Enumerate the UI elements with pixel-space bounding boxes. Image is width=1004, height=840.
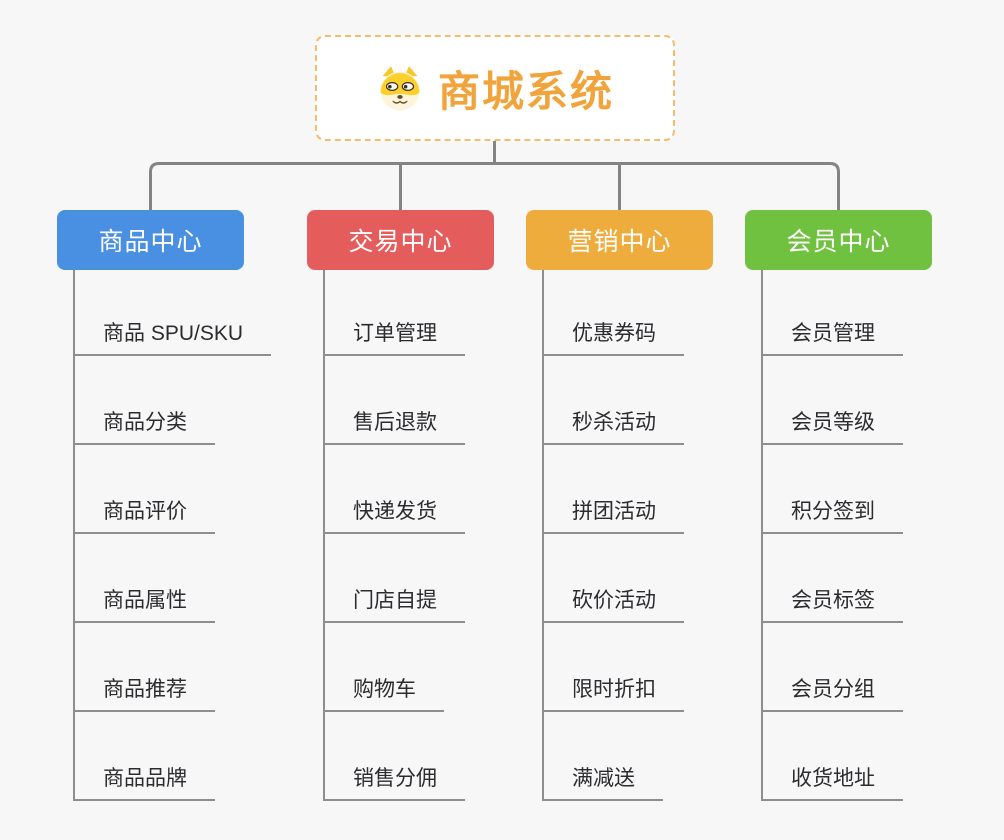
dog-face-icon <box>380 66 420 111</box>
branch-connector-line <box>761 270 763 801</box>
node-label[interactable]: 商品品牌 <box>73 762 215 801</box>
branch-item: 商品品牌 <box>73 712 271 801</box>
branch-item: 拼团活动 <box>542 445 684 534</box>
branch-item: 会员标签 <box>761 534 903 623</box>
branch-header-marketing-center[interactable]: 营销中心 <box>526 210 713 270</box>
node-label[interactable]: 收货地址 <box>761 762 903 801</box>
branch-item: 销售分佣 <box>323 712 465 801</box>
node-label[interactable]: 商品 SPU/SKU <box>73 317 272 356</box>
node-label[interactable]: 购物车 <box>323 673 444 712</box>
branch-item: 秒杀活动 <box>542 356 684 445</box>
node-label[interactable]: 满减送 <box>542 762 663 801</box>
branch-item: 限时折扣 <box>542 623 684 712</box>
branch-item-list: 商品 SPU/SKU 商品分类 商品评价 商品属性 商品推荐 商品品牌 <box>73 267 272 801</box>
root-title: 商城系统 <box>437 67 614 115</box>
branch-product-center: 商品中心 商品 SPU/SKU 商品分类 商品评价 商品属性 商品推荐 商品品牌 <box>57 210 327 835</box>
node-label[interactable]: 会员分组 <box>761 673 903 712</box>
branch-header-product-center[interactable]: 商品中心 <box>57 210 244 270</box>
branch-item-list: 会员管理 会员等级 积分签到 会员标签 会员分组 收货地址 <box>761 267 903 801</box>
node-label[interactable]: 限时折扣 <box>542 673 684 712</box>
branch-item: 门店自提 <box>323 534 465 623</box>
branch-item: 收货地址 <box>761 712 903 801</box>
branch-item: 会员分组 <box>761 623 903 712</box>
root-node[interactable]: 商城系统 <box>315 35 675 141</box>
node-label[interactable]: 商品推荐 <box>73 673 215 712</box>
node-label[interactable]: 快递发货 <box>323 495 465 534</box>
branch-trade-center: 交易中心 订单管理 售后退款 快递发货 门店自提 购物车 销售分佣 <box>307 210 577 835</box>
branch-item: 售后退款 <box>323 356 465 445</box>
branch-item: 商品属性 <box>73 534 271 623</box>
branch-item: 砍价活动 <box>542 534 684 623</box>
node-label[interactable]: 会员管理 <box>761 317 903 356</box>
branch-connector-line <box>542 270 544 801</box>
branch-item: 优惠券码 <box>542 267 684 356</box>
branch-item: 商品评价 <box>73 445 271 534</box>
branch-item: 商品分类 <box>73 356 271 445</box>
branch-header-member-center[interactable]: 会员中心 <box>745 210 932 270</box>
branch-connector-line <box>323 270 325 801</box>
branch-item: 订单管理 <box>323 267 465 356</box>
branch-marketing-center: 营销中心 优惠券码 秒杀活动 拼团活动 砍价活动 限时折扣 满减送 <box>526 210 796 835</box>
branch-item: 商品 SPU/SKU <box>73 267 272 356</box>
node-label[interactable]: 门店自提 <box>323 584 465 623</box>
branch-item: 会员管理 <box>761 267 903 356</box>
node-label[interactable]: 商品评价 <box>73 495 215 534</box>
branch-member-center: 会员中心 会员管理 会员等级 积分签到 会员标签 会员分组 收货地址 <box>745 210 1004 835</box>
node-label[interactable]: 会员标签 <box>761 584 903 623</box>
node-label[interactable]: 订单管理 <box>323 317 465 356</box>
branch-item: 快递发货 <box>323 445 465 534</box>
branch-item: 购物车 <box>323 623 465 712</box>
branch-item-list: 订单管理 售后退款 快递发货 门店自提 购物车 销售分佣 <box>323 267 465 801</box>
node-label[interactable]: 会员等级 <box>761 406 903 445</box>
node-label[interactable]: 销售分佣 <box>323 762 465 801</box>
branch-item-list: 优惠券码 秒杀活动 拼团活动 砍价活动 限时折扣 满减送 <box>542 267 684 801</box>
branch-item: 商品推荐 <box>73 623 271 712</box>
node-label[interactable]: 商品属性 <box>73 584 215 623</box>
node-label[interactable]: 优惠券码 <box>542 317 684 356</box>
node-label[interactable]: 砍价活动 <box>542 584 684 623</box>
node-label[interactable]: 积分签到 <box>761 495 903 534</box>
branch-item: 积分签到 <box>761 445 903 534</box>
branch-header-trade-center[interactable]: 交易中心 <box>307 210 494 270</box>
branch-item: 会员等级 <box>761 356 903 445</box>
node-label[interactable]: 售后退款 <box>323 406 465 445</box>
connector-rail <box>149 162 840 210</box>
node-label[interactable]: 秒杀活动 <box>542 406 684 445</box>
node-label[interactable]: 商品分类 <box>73 406 215 445</box>
branch-connector-line <box>73 270 75 801</box>
branch-item: 满减送 <box>542 712 684 801</box>
node-label[interactable]: 拼团活动 <box>542 495 684 534</box>
